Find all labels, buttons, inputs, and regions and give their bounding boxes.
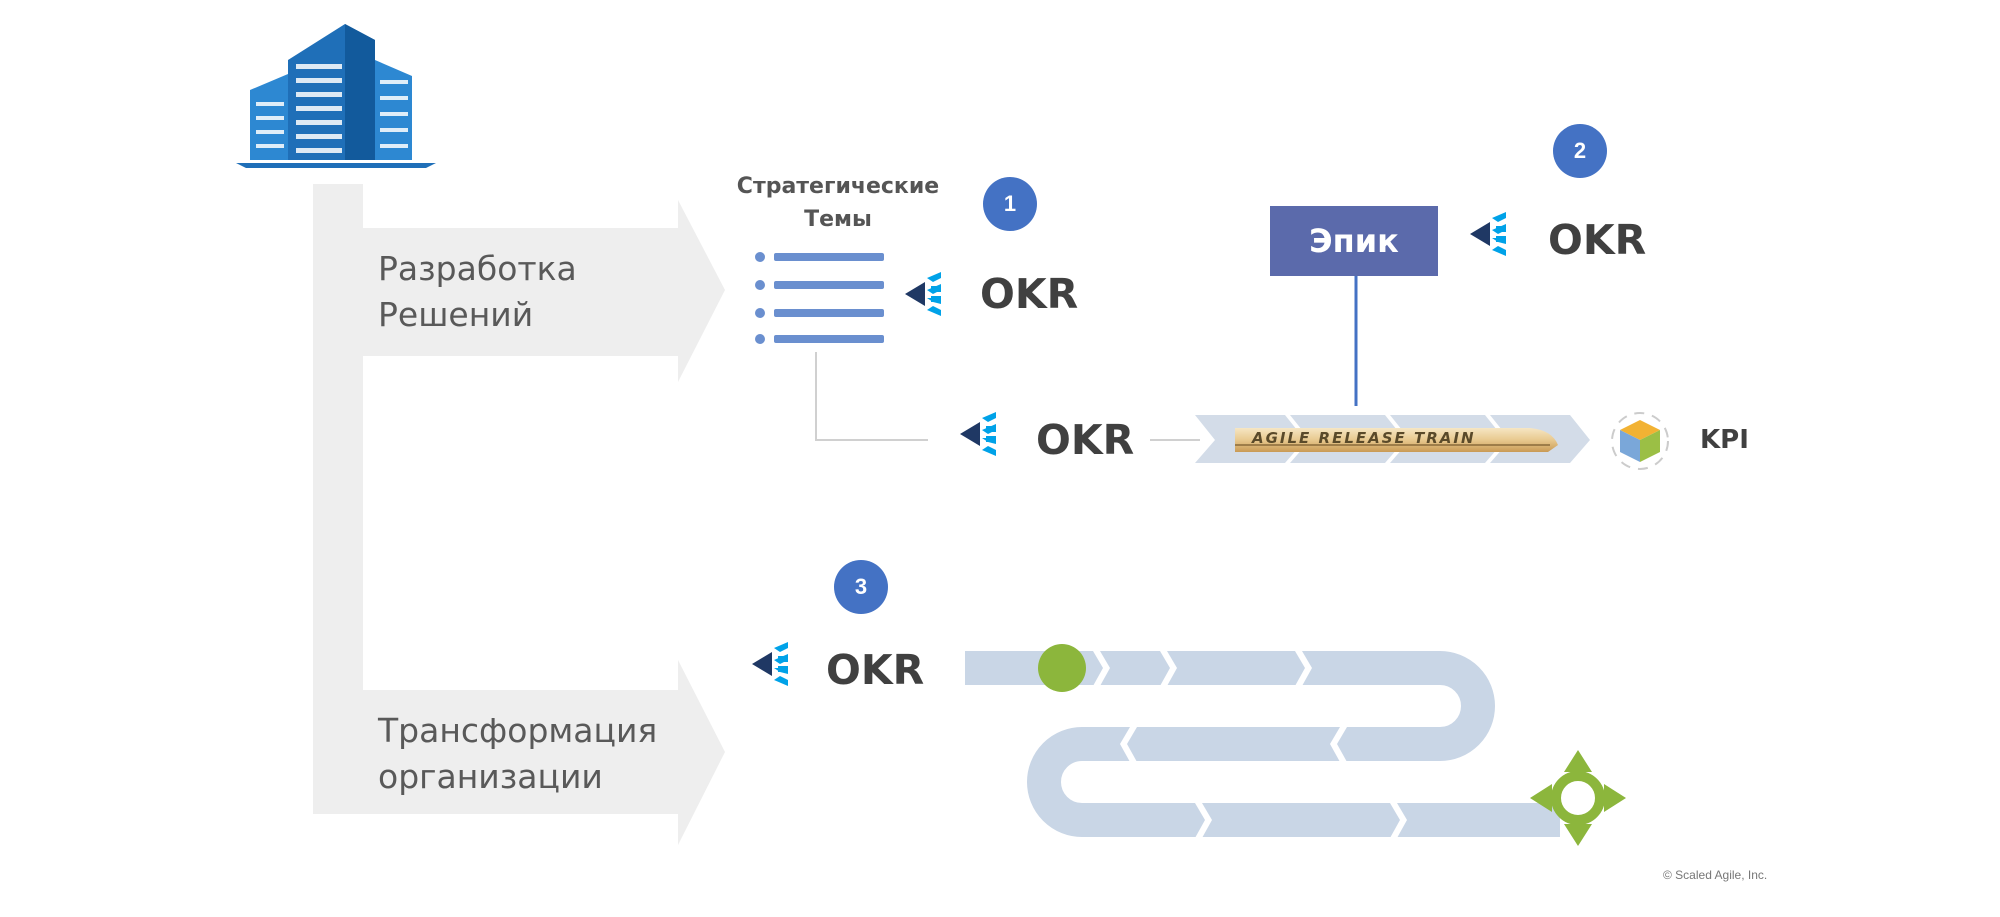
kpi-label: KPI xyxy=(1700,425,1749,455)
okr-label-art: OKR xyxy=(1036,416,1135,464)
org-transform-line2: организации xyxy=(378,757,603,796)
okr-arrow-icon xyxy=(960,412,996,456)
okr-arrow-icon xyxy=(905,272,941,316)
org-transform-line1: Трансформация xyxy=(378,711,658,750)
copyright-text: © Scaled Agile, Inc. xyxy=(1663,868,1768,882)
okr-label-epic: OKR xyxy=(1548,216,1647,264)
office-buildings-icon xyxy=(236,24,436,168)
okr-label-themes: OKR xyxy=(980,270,1079,318)
solution-dev-line1: Разработка xyxy=(378,249,577,288)
bulleted-list-icon xyxy=(755,252,884,344)
strategic-themes-line2: Темы xyxy=(804,207,872,232)
train-icon xyxy=(1195,415,1590,463)
solution-dev-line2: Решений xyxy=(378,295,534,334)
step-badge-2: 2 xyxy=(1553,124,1607,178)
okr-arrow-icon xyxy=(1470,212,1506,256)
okr-arrow-icon xyxy=(752,642,788,686)
org-transform-label: Трансформация организации xyxy=(378,708,657,800)
agile-release-train-label: AGILE RELEASE TRAIN xyxy=(1252,429,1476,447)
milestone-circle-icon xyxy=(1038,644,1086,692)
target-compass-icon xyxy=(1530,750,1626,846)
solution-dev-label: Разработка Решений xyxy=(378,246,577,338)
kpi-cube-icon xyxy=(1611,412,1669,470)
connector-lines xyxy=(815,276,1358,441)
strategic-themes-line1: Стратегические xyxy=(736,174,940,199)
roadmap-path xyxy=(965,651,1560,838)
okr-label-transformation: OKR xyxy=(826,646,925,694)
step-badge-1: 1 xyxy=(983,177,1037,231)
step-badge-3: 3 xyxy=(834,560,888,614)
strategic-themes-title: Стратегические Темы xyxy=(735,170,941,236)
epic-box: Эпик xyxy=(1270,206,1438,276)
process-arrow-band xyxy=(313,184,725,845)
